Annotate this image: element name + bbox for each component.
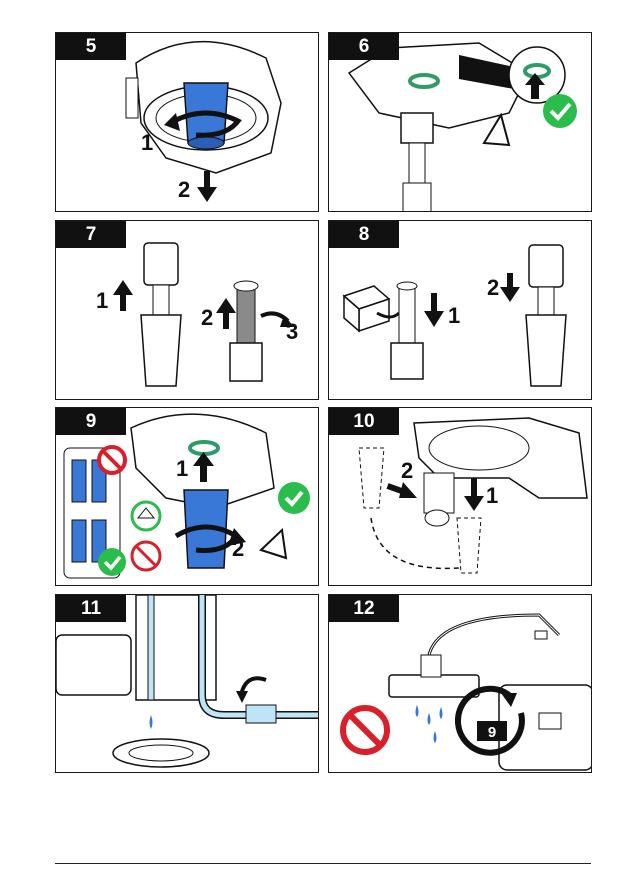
prohibited-icon — [343, 708, 387, 752]
step-label: 1 — [486, 483, 498, 508]
step-10-panel: 10 2 1 — [328, 407, 592, 586]
arrow-down-icon — [197, 171, 217, 202]
step-8-panel: 8 1 2 — [328, 220, 592, 400]
step-9-panel: 9 1 2 — [55, 407, 319, 586]
check-icon — [98, 548, 126, 576]
warning-icon — [484, 115, 509, 145]
check-icon — [278, 482, 310, 514]
check-icon — [543, 94, 577, 128]
arrow-right-icon — [387, 482, 417, 498]
rotate-arrow-icon — [236, 678, 266, 703]
tool-icon — [132, 542, 160, 570]
arrow-down-icon — [500, 273, 520, 302]
step-number: 11 — [56, 595, 126, 622]
step-number: 12 — [329, 595, 399, 622]
step-7-panel: 7 1 2 3 — [55, 220, 319, 400]
step-label: 2 — [487, 275, 499, 300]
warning-icon — [261, 530, 286, 558]
arrow-up-icon — [113, 280, 133, 311]
box-icon — [344, 286, 389, 331]
arrow-down-icon — [464, 478, 484, 511]
arrow-up-icon — [216, 298, 236, 329]
step-number: 6 — [329, 33, 399, 60]
step-11-panel: 11 — [55, 594, 319, 773]
step-number: 7 — [56, 221, 126, 248]
step-6-panel: 6 — [328, 32, 592, 212]
step-number: 10 — [329, 408, 399, 435]
prohibited-icon — [99, 447, 125, 473]
step-label: 2 — [401, 458, 413, 483]
step-label: 3 — [286, 319, 298, 344]
step-12-panel: 12 9 — [328, 594, 592, 773]
water-drops — [416, 705, 443, 743]
step-label: 1 — [96, 288, 108, 313]
hand-icon — [132, 502, 160, 530]
step-label: 2 — [201, 305, 213, 330]
arrow-down-icon — [424, 293, 444, 327]
step-label: 9 — [488, 724, 496, 741]
step-number: 5 — [56, 33, 126, 60]
step-label: 2 — [232, 536, 244, 561]
step-5-panel: 5 1 2 — [55, 32, 319, 212]
step-label: 2 — [178, 177, 190, 202]
step-number: 8 — [329, 221, 399, 248]
footer-rule — [55, 863, 591, 864]
step-label: 1 — [141, 130, 153, 155]
step-number: 9 — [56, 408, 126, 435]
step-label: 1 — [176, 456, 188, 481]
step-label: 1 — [448, 303, 460, 328]
